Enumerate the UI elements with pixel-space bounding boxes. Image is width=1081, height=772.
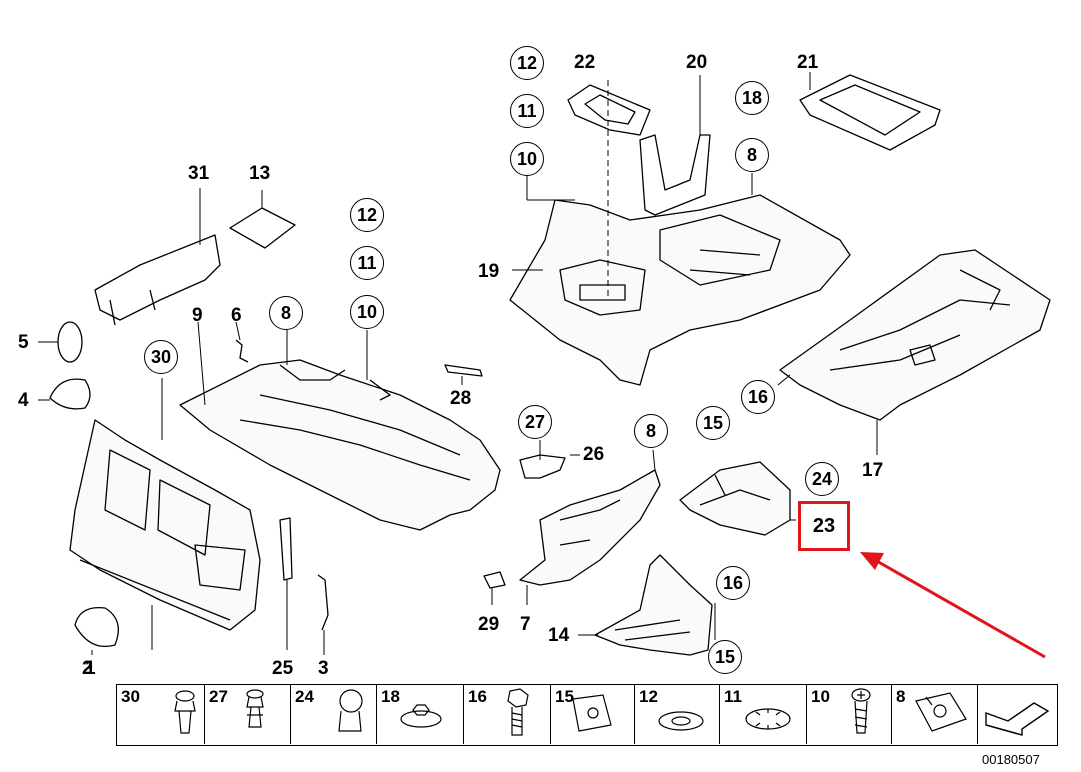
circled-label-16: 16 bbox=[741, 380, 775, 414]
part-22-cover bbox=[567, 84, 651, 136]
label-22: 22 bbox=[574, 52, 596, 73]
part-17-underbody-panel bbox=[779, 249, 1051, 421]
hex-nut-washer-icon bbox=[400, 704, 442, 728]
part-28-clip bbox=[444, 364, 483, 377]
part-20-bracket bbox=[639, 134, 711, 216]
circled-label-10: 10 bbox=[510, 142, 544, 176]
label-9: 9 bbox=[192, 305, 203, 326]
part-1-front-carrier bbox=[69, 419, 261, 631]
label-13: 13 bbox=[249, 163, 271, 184]
label-19: 19 bbox=[478, 261, 500, 282]
part-25-strip bbox=[279, 517, 293, 581]
part-31-bracket bbox=[94, 234, 221, 326]
part-19-underbody-panel bbox=[509, 194, 851, 386]
part-21-duct bbox=[799, 74, 941, 151]
highlight-arrow bbox=[860, 552, 1046, 659]
legend-cell: 12 bbox=[635, 685, 720, 744]
spring-nut-icon bbox=[915, 692, 967, 732]
label-17: 17 bbox=[862, 460, 884, 481]
legend-cell: 27 bbox=[205, 685, 291, 744]
legend-cell: 11 bbox=[720, 685, 807, 744]
screw-icon bbox=[851, 688, 871, 734]
label-21: 21 bbox=[797, 52, 819, 73]
label-5: 5 bbox=[18, 332, 29, 353]
legend-cell: 8 bbox=[892, 685, 978, 744]
circled-label-8: 8 bbox=[735, 138, 769, 172]
part-2-cap bbox=[74, 606, 119, 648]
legend-cell: 15 bbox=[551, 685, 635, 744]
part-26-bracket bbox=[519, 454, 566, 479]
label-25: 25 bbox=[272, 658, 294, 679]
legend-number: 11 bbox=[724, 687, 742, 706]
clip-rivet-icon bbox=[338, 689, 363, 732]
circled-label-8: 8 bbox=[634, 414, 668, 448]
circled-label-27: 27 bbox=[518, 405, 552, 439]
hex-bolt-icon bbox=[507, 688, 529, 736]
label-28: 28 bbox=[450, 388, 472, 409]
label-2: 2 bbox=[82, 658, 93, 679]
legend-number: 15 bbox=[555, 687, 574, 706]
circled-label-18: 18 bbox=[735, 81, 769, 115]
highlighted-label-23[interactable]: 23 bbox=[798, 501, 850, 551]
part-6-clip bbox=[235, 339, 249, 363]
legend-number: 12 bbox=[639, 687, 658, 706]
legend-cell bbox=[978, 685, 1056, 744]
expanding-rivet-icon bbox=[246, 689, 264, 728]
circled-label-12: 12 bbox=[350, 198, 384, 232]
push-rivet-icon bbox=[174, 690, 196, 734]
circled-label-15: 15 bbox=[708, 640, 742, 674]
label-1: 1 bbox=[85, 658, 96, 679]
part-3-bracket bbox=[317, 574, 329, 631]
legend-number: 18 bbox=[381, 687, 400, 706]
circled-label-8: 8 bbox=[269, 296, 303, 330]
legend-number: 27 bbox=[209, 687, 228, 706]
legend-number: 10 bbox=[811, 687, 830, 706]
label-4: 4 bbox=[18, 390, 29, 411]
circled-label-10: 10 bbox=[350, 295, 384, 329]
circled-label-24: 24 bbox=[805, 462, 839, 496]
label-20: 20 bbox=[686, 52, 708, 73]
star-washer-icon bbox=[745, 708, 791, 730]
washer-icon bbox=[658, 711, 704, 731]
label-14: 14 bbox=[548, 625, 570, 646]
document-number: 00180507 bbox=[982, 752, 1040, 767]
part-29-clip bbox=[483, 571, 506, 589]
label-6: 6 bbox=[231, 305, 242, 326]
part-7-trim bbox=[519, 469, 661, 586]
part-23-bracket bbox=[679, 461, 791, 536]
label-7: 7 bbox=[520, 614, 531, 635]
fastener-legend: 30 27 24 18 16 15 12 11 10 8 bbox=[116, 684, 1058, 746]
circled-label-30: 30 bbox=[144, 340, 178, 374]
part-14-wheel-arch-liner bbox=[594, 554, 713, 656]
label-26: 26 bbox=[583, 444, 605, 465]
direction-arrow-icon bbox=[985, 702, 1050, 736]
clip-nut-icon bbox=[572, 694, 612, 732]
legend-number: 16 bbox=[468, 687, 487, 706]
legend-number: 24 bbox=[295, 687, 314, 706]
legend-number: 8 bbox=[896, 687, 906, 706]
label-29: 29 bbox=[478, 614, 500, 635]
part-4-cap bbox=[49, 378, 91, 410]
circled-label-12: 12 bbox=[510, 46, 544, 80]
part-5-ring bbox=[57, 321, 83, 363]
circled-label-16: 16 bbox=[716, 566, 750, 600]
legend-cell: 18 bbox=[377, 685, 464, 744]
legend-cell: 24 bbox=[291, 685, 377, 744]
label-3: 3 bbox=[318, 658, 329, 679]
circled-label-11: 11 bbox=[350, 246, 384, 280]
part-9-splash-shield bbox=[179, 359, 501, 531]
legend-number: 30 bbox=[121, 687, 140, 706]
label-31: 31 bbox=[188, 163, 210, 184]
legend-cell: 10 bbox=[807, 685, 892, 744]
legend-cell: 16 bbox=[464, 685, 551, 744]
part-13-cover bbox=[229, 207, 296, 249]
legend-cell: 30 bbox=[117, 685, 205, 744]
circled-label-11: 11 bbox=[510, 94, 544, 128]
circled-label-15: 15 bbox=[696, 406, 730, 440]
